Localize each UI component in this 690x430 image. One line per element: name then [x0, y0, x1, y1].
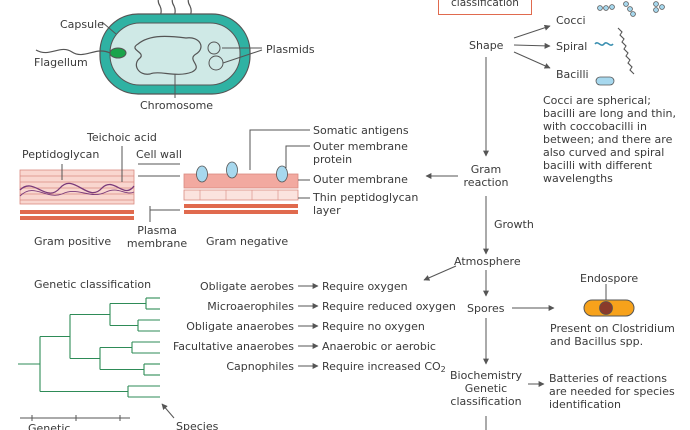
cocci-label: Cocci [556, 14, 586, 27]
requirement-label: Require oxygen [322, 280, 408, 293]
peptidoglycan-label: Peptidoglycan [22, 148, 100, 161]
species-label: Species [176, 420, 219, 430]
atmosphere-label: Atmosphere [454, 255, 521, 268]
bacilli-label: Bacilli [556, 68, 589, 81]
spiral-icon [594, 27, 635, 75]
biochemistry-label: Biochemistry Genetic classification [450, 369, 522, 408]
teichoic-acid-label: Teichoic acid [87, 131, 157, 144]
outer-membrane-protein-label: Outer membrane protein [313, 140, 408, 166]
requirement-label: Require reduced oxygen [322, 300, 456, 313]
flagellum-label: Flagellum [34, 56, 88, 69]
gram-negative-wall [183, 129, 310, 214]
endospore-icon [583, 284, 635, 317]
shape-description: Cocci are spherical; bacilli are long an… [543, 94, 677, 185]
requirement-label: Anaerobic or aerobic [322, 340, 436, 353]
genetic-dendrogram [18, 297, 160, 398]
endospore-label: Endospore [580, 272, 639, 285]
gram-reaction-label: Gram reaction [463, 163, 509, 189]
requirement-text: Require increased CO [322, 360, 441, 373]
gram-positive-wall [19, 146, 180, 222]
requirement-label: Require no oxygen [322, 320, 425, 333]
spores-label: Spores [467, 302, 505, 315]
shape-label: Shape [469, 39, 504, 52]
bacilli-icon [595, 76, 615, 86]
requirement-label: Require increased CO2 [322, 360, 446, 376]
outer-membrane-label: Outer membrane [313, 173, 408, 186]
somatic-antigens-label: Somatic antigens [313, 124, 409, 137]
chromosome-label: Chromosome [140, 99, 214, 112]
genetic-classification-title: Genetic classification [34, 278, 152, 291]
organism-label: Obligate anaerobes [186, 320, 294, 333]
cocci-icon [597, 1, 665, 17]
spiral-label: Spiral [556, 40, 588, 53]
batteries-note: Batteries of reactions are needed for sp… [549, 372, 675, 411]
organism-label: Capnophiles [226, 360, 294, 373]
cell-wall-label: Cell wall [136, 148, 182, 161]
genetic-axis-label: Genetic [28, 422, 71, 430]
bacterial-cell-icon [35, 0, 263, 98]
growth-label: Growth [494, 218, 534, 231]
requirement-subscript: 2 [440, 365, 446, 374]
organism-label: Obligate aerobes [199, 280, 294, 293]
endospore-note: Present on Clostridium and Bacillus spp. [550, 322, 675, 348]
plasmids-label: Plasmids [266, 43, 315, 56]
classification-box: classification [438, 0, 532, 15]
thin-peptidoglycan-label: Thin peptidoglycan layer [313, 191, 419, 217]
gram-positive-label: Gram positive [34, 235, 112, 248]
capsule-label: Capsule [60, 18, 104, 31]
gram-negative-label: Gram negative [206, 235, 289, 248]
plasma-membrane-label: Plasma membrane [126, 224, 188, 250]
organism-label: Microaerophiles [207, 300, 294, 313]
organism-label: Facultative anaerobes [172, 340, 294, 353]
